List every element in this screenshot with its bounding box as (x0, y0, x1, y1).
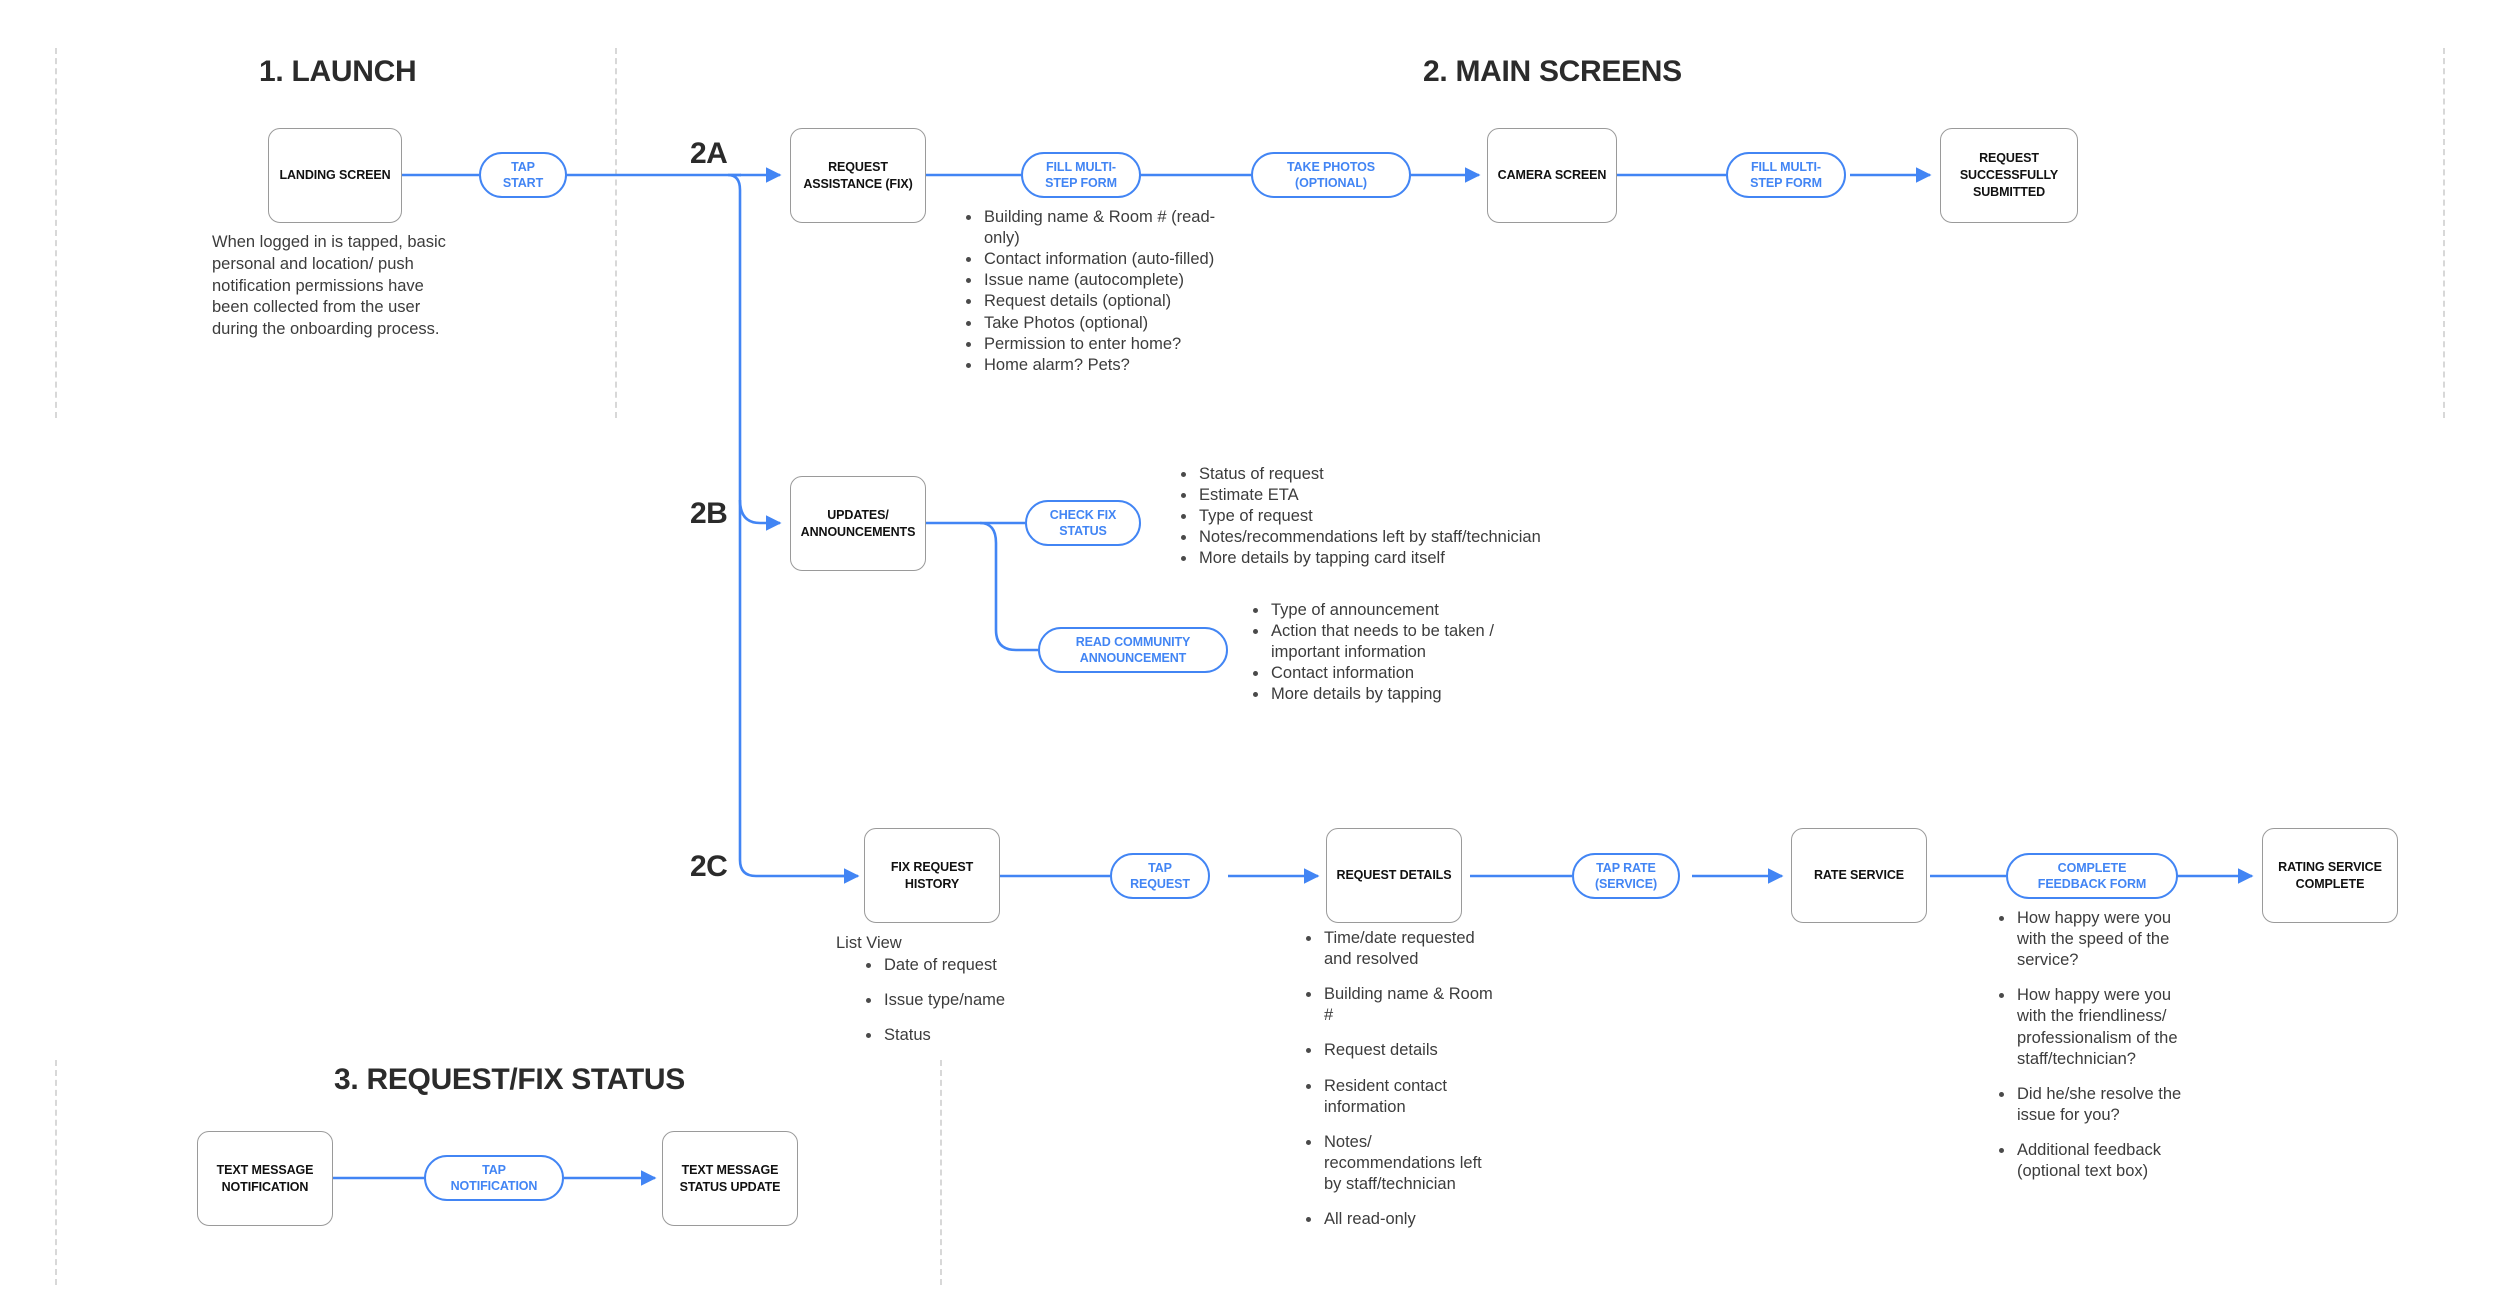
action-tap-start[interactable]: TAP START (479, 152, 567, 198)
section-title-request-fix-status: 3. REQUEST/FIX STATUS (334, 1063, 685, 1096)
divider-launch-right (615, 48, 617, 418)
screen-landing[interactable]: LANDING SCREEN (268, 128, 402, 223)
list-item: Request details (1300, 1040, 1500, 1061)
branch-label-2b: 2B (690, 497, 728, 530)
list-item: Building name & Room # (1300, 984, 1500, 1026)
list-item: How happy were you with the speed of the… (1993, 908, 2193, 971)
list-item: Contact information (auto-filled) (960, 249, 1250, 270)
screen-text-message-notification[interactable]: TEXT MESSAGE NOTIFICATION (197, 1131, 333, 1226)
screen-request-submitted[interactable]: REQUEST SUCCESSFULLY SUBMITTED (1940, 128, 2078, 223)
list-item: Issue name (autocomplete) (960, 270, 1250, 291)
list-item: Date of request (860, 955, 1100, 976)
list-item: Type of request (1175, 506, 1755, 527)
list-item: All read-only (1300, 1209, 1500, 1230)
list-item: Time/date requested and resolved (1300, 928, 1500, 970)
branch-label-2c: 2C (690, 850, 728, 883)
list-item: Home alarm? Pets? (960, 355, 1250, 376)
list-item: More details by tapping (1247, 684, 1547, 705)
list-form-fields: Building name & Room # (read-only) Conta… (960, 207, 1250, 376)
screen-fix-request-history[interactable]: FIX REQUEST HISTORY (864, 828, 1000, 923)
list-item: More details by tapping card itself (1175, 548, 1755, 569)
list-item: Building name & Room # (read-only) (960, 207, 1250, 249)
list-item: Resident contact information (1300, 1076, 1500, 1118)
action-take-photos[interactable]: TAKE PHOTOS (OPTIONAL) (1251, 152, 1411, 198)
divider-bottom-mid (940, 1060, 942, 1285)
list-request-details-items: Time/date requested and resolved Buildin… (1300, 928, 1500, 1244)
list-item: Status (860, 1025, 1100, 1046)
list-fix-status-details: Status of request Estimate ETA Type of r… (1175, 464, 1755, 570)
list-feedback-items: How happy were you with the speed of the… (1993, 908, 2193, 1196)
branch-label-2a: 2A (690, 137, 728, 170)
list-item: Contact information (1247, 663, 1547, 684)
list-item: Estimate ETA (1175, 485, 1755, 506)
list-item: Notes/ recommendations left by staff/tec… (1300, 1132, 1500, 1195)
list-item: How happy were you with the friendliness… (1993, 985, 2193, 1069)
action-check-fix-status[interactable]: CHECK FIX STATUS (1025, 500, 1141, 546)
screen-text-message-status-update[interactable]: TEXT MESSAGE STATUS UPDATE (662, 1131, 798, 1226)
action-complete-feedback-form[interactable]: COMPLETE FEEDBACK FORM (2006, 853, 2178, 899)
screen-request-assistance[interactable]: REQUEST ASSISTANCE (FIX) (790, 128, 926, 223)
list-view-items: Date of request Issue type/name Status (860, 955, 1100, 1060)
list-item: Action that needs to be taken / importan… (1247, 621, 1547, 663)
divider-bottom-left (55, 1060, 57, 1285)
list-item: Permission to enter home? (960, 334, 1250, 355)
screen-rate-service[interactable]: RATE SERVICE (1791, 828, 1927, 923)
list-item: Request details (optional) (960, 291, 1250, 312)
list-item: Notes/recommendations left by staff/tech… (1175, 527, 1755, 548)
list-item: Did he/she resolve the issue for you? (1993, 1084, 2193, 1126)
action-tap-rate-service[interactable]: TAP RATE (SERVICE) (1572, 853, 1680, 899)
screen-updates-announcements[interactable]: UPDATES/ ANNOUNCEMENTS (790, 476, 926, 571)
screen-request-details[interactable]: REQUEST DETAILS (1326, 828, 1462, 923)
screen-rating-service-complete[interactable]: RATING SERVICE COMPLETE (2262, 828, 2398, 923)
list-item: Status of request (1175, 464, 1755, 485)
action-fill-multistep-form-2[interactable]: FILL MULTI- STEP FORM (1726, 152, 1846, 198)
list-view-heading: List View (836, 934, 902, 952)
divider-right (2443, 48, 2445, 418)
list-item: Additional feedback (optional text box) (1993, 1140, 2193, 1182)
list-item: Take Photos (optional) (960, 313, 1250, 334)
action-read-community-announcement[interactable]: READ COMMUNITY ANNOUNCEMENT (1038, 627, 1228, 673)
list-item: Issue type/name (860, 990, 1100, 1011)
list-item: Type of announcement (1247, 600, 1547, 621)
section-title-main-screens: 2. MAIN SCREENS (1423, 55, 1682, 88)
action-fill-multistep-form-1[interactable]: FILL MULTI- STEP FORM (1021, 152, 1141, 198)
launch-note: When logged in is tapped, basic personal… (212, 233, 446, 339)
action-tap-notification[interactable]: TAP NOTIFICATION (424, 1155, 564, 1201)
divider-left (55, 48, 57, 418)
screen-camera[interactable]: CAMERA SCREEN (1487, 128, 1617, 223)
list-announcement-details: Type of announcement Action that needs t… (1247, 600, 1547, 706)
section-title-launch: 1. LAUNCH (259, 55, 417, 88)
action-tap-request[interactable]: TAP REQUEST (1110, 853, 1210, 899)
